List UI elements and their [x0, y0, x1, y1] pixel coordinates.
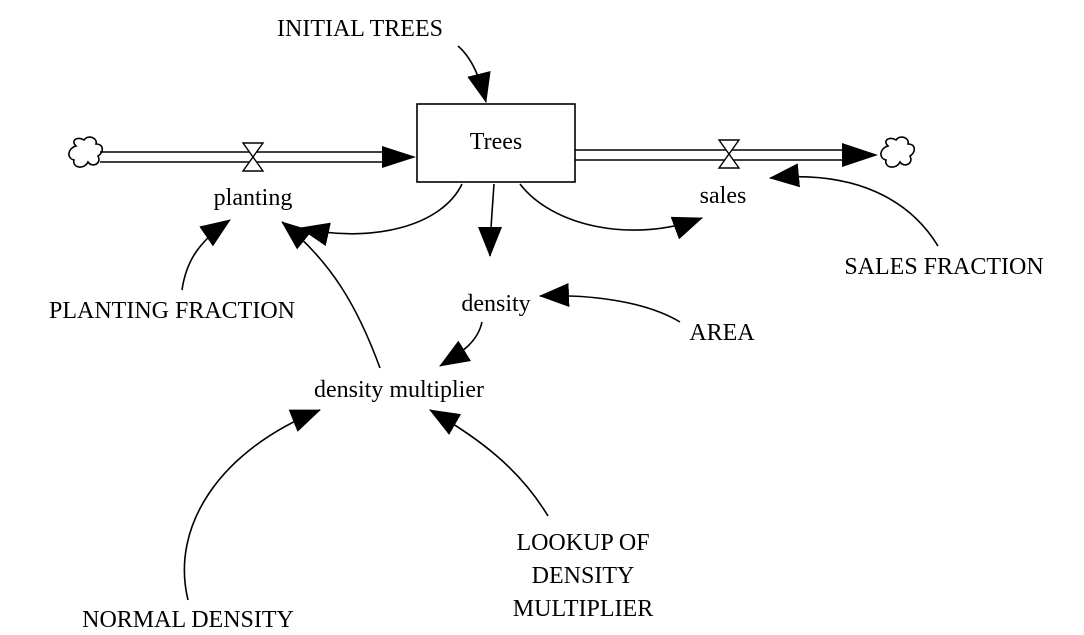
- density-label: density: [461, 291, 530, 317]
- area-label: AREA: [689, 320, 755, 346]
- sink-cloud-icon: [880, 136, 916, 168]
- link-sales-fraction-to-sales: [769, 163, 939, 247]
- link-initial-trees-to-trees: [457, 45, 491, 103]
- sales-label: sales: [700, 183, 747, 209]
- planting-valve-icon: [241, 142, 265, 172]
- link-density-to-density-multiplier: [439, 321, 483, 367]
- sales-fraction-label: SALES FRACTION: [844, 254, 1043, 280]
- normal-density-label: NORMAL DENSITY: [82, 607, 294, 633]
- link-area-to-density: [539, 283, 681, 323]
- density-multiplier-label: density multiplier: [314, 377, 484, 403]
- source-cloud-icon: [68, 136, 104, 168]
- link-trees-to-sales: [519, 183, 703, 240]
- link-trees-to-planting: [299, 183, 463, 246]
- sales-valve-icon: [717, 139, 741, 169]
- link-normal-density-to-density-multiplier: [183, 409, 321, 601]
- link-planting-fraction-to-planting: [181, 219, 231, 291]
- planting-label: planting: [214, 185, 293, 211]
- link-density-multiplier-to-planting: [281, 221, 381, 369]
- planting-fraction-label: PLANTING FRACTION: [49, 298, 295, 324]
- trees-stock-label: Trees: [470, 129, 522, 155]
- initial-trees-label: INITIAL TREES: [277, 16, 443, 42]
- link-trees-to-density: [478, 183, 503, 257]
- lookup-label-line3: MULTIPLIER: [513, 596, 653, 622]
- trees-stock-box: [416, 103, 576, 183]
- link-lookup-to-density-multiplier: [429, 409, 549, 517]
- sales-flow-pipe: [575, 143, 878, 167]
- planting-flow-pipe: [100, 146, 416, 168]
- lookup-label-line1: LOOKUP OF: [516, 530, 649, 556]
- lookup-label-line2: DENSITY: [532, 563, 635, 589]
